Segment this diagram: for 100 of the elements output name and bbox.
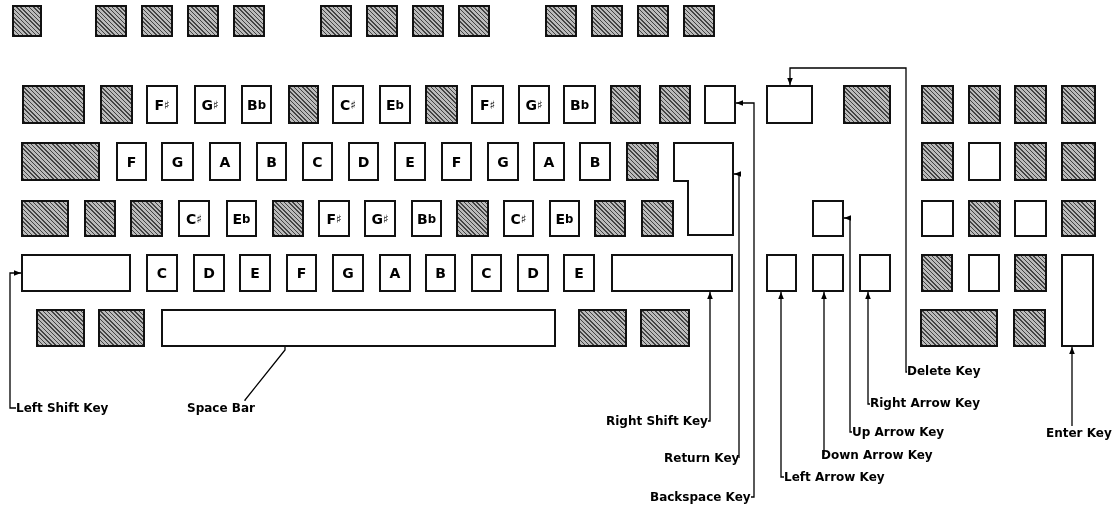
keyboard-key: C	[471, 254, 502, 292]
callout-label: Backspace Key	[650, 490, 751, 504]
keyboard-key	[921, 254, 953, 292]
keyboard-key	[233, 5, 265, 37]
keyboard-key: B	[579, 142, 611, 181]
callout-label: Enter Key	[1046, 426, 1112, 440]
keyboard-key	[1013, 309, 1046, 347]
keyboard-key	[95, 5, 127, 37]
leader-line	[735, 100, 755, 498]
keyboard-key	[1061, 85, 1096, 124]
leader-line	[707, 291, 713, 422]
leader-line	[733, 171, 741, 459]
keyboard-key	[859, 254, 891, 292]
keyboard-key: F	[441, 142, 472, 181]
keyboard-key	[921, 200, 954, 237]
callout-label: Delete Key	[907, 364, 981, 378]
callout-label: Up Arrow Key	[852, 425, 945, 439]
keyboard-key	[545, 5, 577, 37]
leader-line	[1069, 346, 1075, 427]
keyboard-key	[766, 254, 797, 292]
keyboard-key	[130, 200, 163, 237]
keyboard-key	[843, 85, 891, 124]
keyboard-key	[161, 309, 556, 347]
callout-label: Return Key	[664, 451, 740, 465]
keyboard-key	[920, 309, 998, 347]
keyboard-key	[187, 5, 219, 37]
leader-line	[9, 270, 22, 409]
keyboard-key	[100, 85, 133, 124]
keyboard-key: F	[286, 254, 317, 292]
callout-label: Right Shift Key	[606, 414, 708, 428]
keyboard-key	[1061, 200, 1096, 237]
keyboard-key	[610, 85, 641, 124]
keyboard-key	[36, 309, 85, 347]
keyboard-key	[921, 142, 954, 181]
leader-line	[865, 291, 871, 405]
keyboard-key	[1014, 254, 1047, 292]
keyboard-key	[320, 5, 352, 37]
leader-line	[244, 346, 286, 402]
keyboard-key: B	[256, 142, 287, 181]
keyboard-key	[1014, 142, 1047, 181]
keyboard-key	[1014, 85, 1047, 124]
keyboard-key	[594, 200, 626, 237]
leader-line	[843, 215, 853, 433]
keyboard-key	[141, 5, 173, 37]
keyboard-key	[272, 200, 304, 237]
keyboard-key: C	[302, 142, 333, 181]
leader-line	[787, 67, 908, 373]
keyboard-key	[412, 5, 444, 37]
leader-line	[778, 291, 785, 478]
keyboard-key	[21, 142, 100, 181]
keyboard-key	[812, 200, 844, 237]
keyboard-key	[1061, 254, 1094, 347]
keyboard-key	[766, 85, 813, 124]
keyboard-key	[21, 200, 69, 237]
callout-label: Left Arrow Key	[784, 470, 885, 484]
keyboard-key: E	[394, 142, 426, 181]
keyboard-key: E	[239, 254, 271, 292]
keyboard-key	[458, 5, 490, 37]
keyboard-key: D	[193, 254, 225, 292]
keyboard-key	[591, 5, 623, 37]
keyboard-key	[704, 85, 736, 124]
keyboard-key: D	[348, 142, 379, 181]
keyboard-key	[626, 142, 659, 181]
keyboard-key: B	[425, 254, 456, 292]
callout-label: Right Arrow Key	[870, 396, 981, 410]
callout-label: Space Bar	[187, 401, 255, 415]
keyboard-key	[98, 309, 145, 347]
keyboard-key	[578, 309, 627, 347]
keyboard-key: C	[146, 254, 178, 292]
keyboard-key: E	[563, 254, 595, 292]
callout-label: Left Shift Key	[16, 401, 109, 415]
keyboard-key	[968, 200, 1001, 237]
keyboard-key: A	[209, 142, 241, 181]
keyboard-key	[1014, 200, 1047, 237]
keyboard-key	[812, 254, 844, 292]
keyboard-key	[611, 254, 733, 292]
keyboard-key	[640, 309, 690, 347]
keyboard-key	[641, 200, 674, 237]
keyboard-key	[921, 85, 954, 124]
keyboard-key: A	[533, 142, 565, 181]
keyboard-key	[1061, 142, 1096, 181]
callout-label: Down Arrow Key	[821, 448, 933, 462]
keyboard-key: G	[161, 142, 194, 181]
keyboard-key	[12, 5, 42, 37]
keyboard-key	[21, 254, 131, 292]
keyboard-key	[22, 85, 85, 124]
keyboard-key	[288, 85, 319, 124]
keyboard-key	[366, 5, 398, 37]
keyboard-key	[637, 5, 669, 37]
keyboard-key	[673, 142, 734, 236]
keyboard-key: A	[379, 254, 411, 292]
keyboard-key	[683, 5, 715, 37]
keyboard-key	[456, 200, 489, 237]
keyboard-key	[968, 85, 1001, 124]
keyboard-key	[968, 142, 1001, 181]
keyboard-key: F	[116, 142, 147, 181]
keyboard-key	[425, 85, 458, 124]
keyboard-key	[659, 85, 691, 124]
keyboard-key: G	[487, 142, 519, 181]
keyboard-key	[968, 254, 1000, 292]
